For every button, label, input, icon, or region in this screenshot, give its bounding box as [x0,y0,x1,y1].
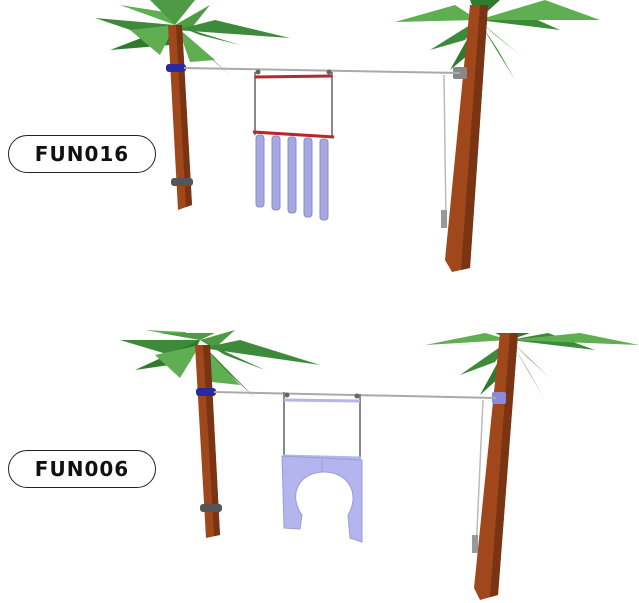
product-scene-fun016: FUN016 [0,0,639,300]
chime-frame [253,70,334,139]
left-tree-foliage [95,0,290,75]
left-tree-foliage [120,330,320,398]
right-tree-foliage [395,0,600,80]
tensioner [441,210,447,228]
left-top-clamp [166,64,186,72]
tension-cable [444,75,446,225]
steel-cable [184,68,460,73]
left-top-clamp [196,388,216,396]
left-bottom-clamp [200,504,222,512]
chime-tubes [256,135,328,220]
product-code-label: FUN016 [8,135,156,173]
tensioner [472,535,478,553]
left-bottom-clamp [171,178,193,186]
product-scene-fun006: FUN006 [0,300,639,603]
right-tree-trunk [445,5,488,272]
product-code-label: FUN006 [8,450,156,488]
panel-frame [283,392,361,460]
right-tree-foliage [425,333,639,400]
